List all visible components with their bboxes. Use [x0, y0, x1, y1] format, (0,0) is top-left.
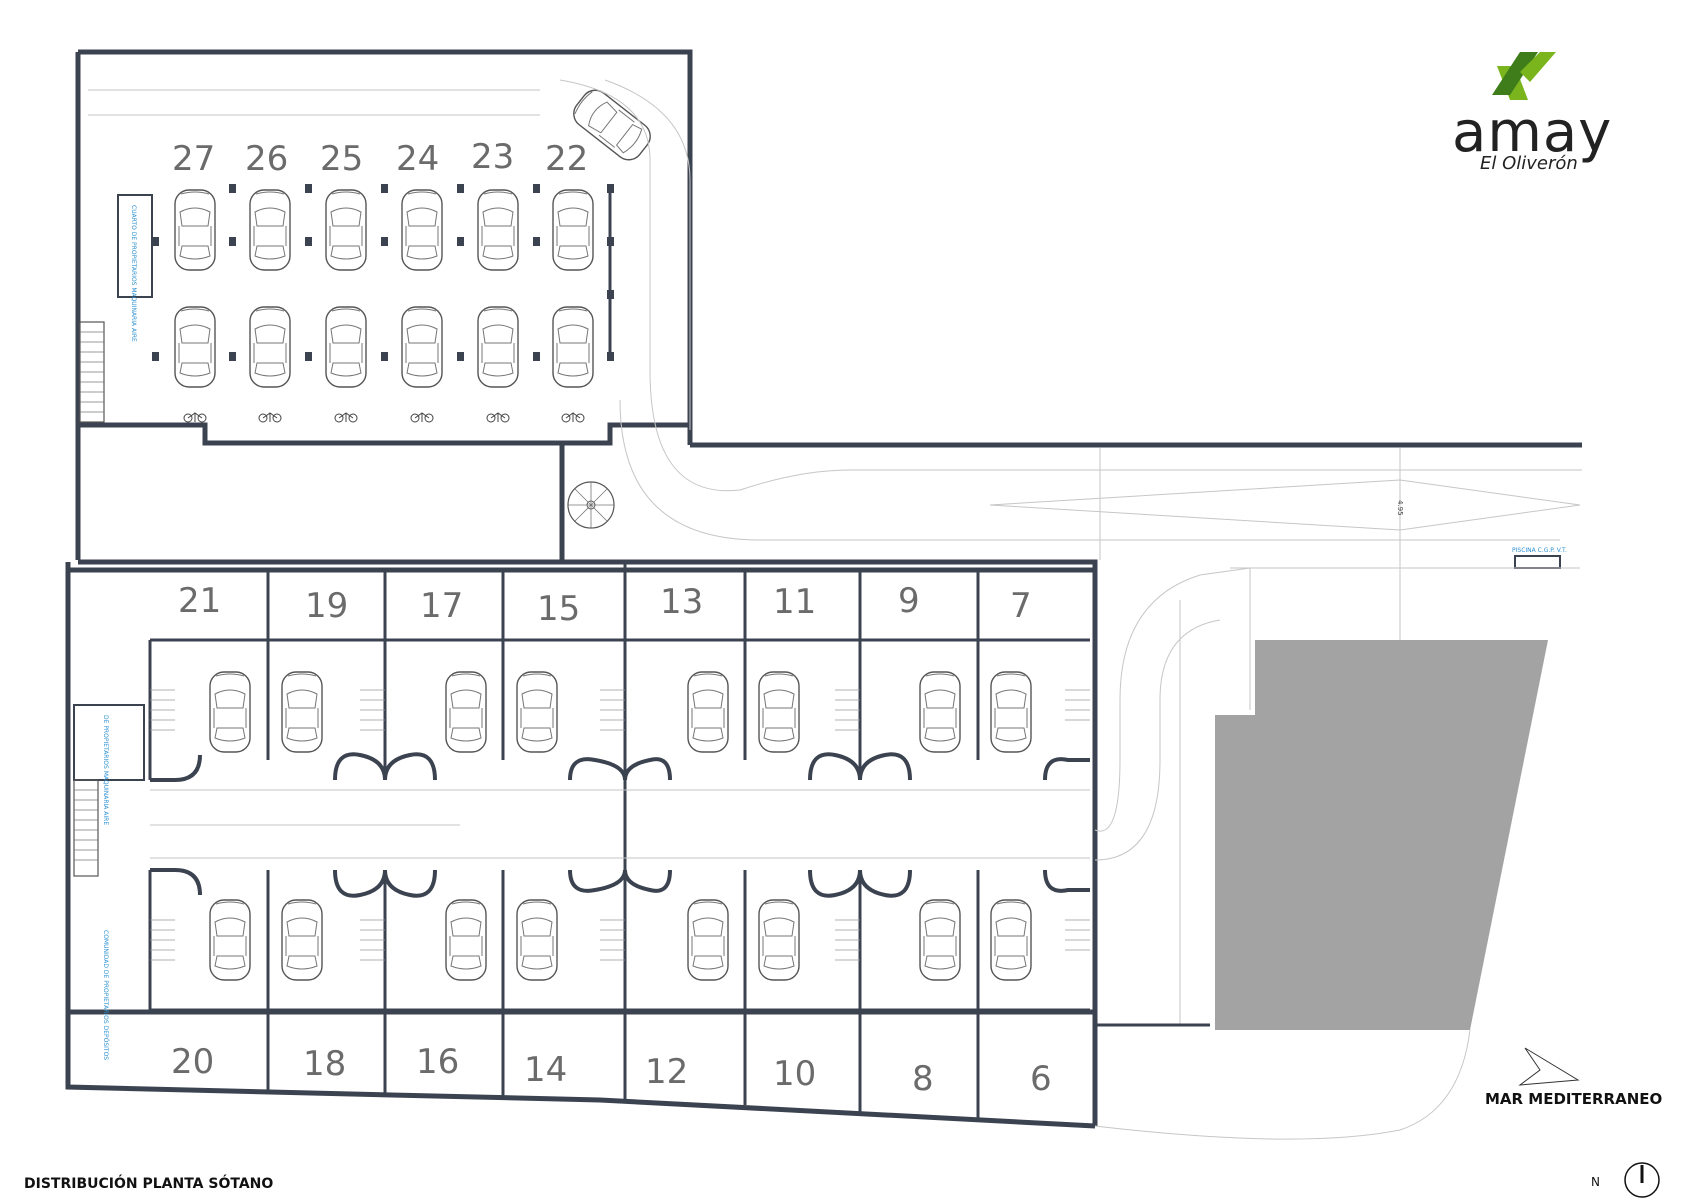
- north-label: N: [1591, 1175, 1600, 1189]
- space-number: 7: [1010, 586, 1032, 626]
- owners-room-bottom-label: COMUNIDAD DE PROPIETARIOS DEPÓSITOS: [102, 930, 109, 1060]
- space-number: 16: [416, 1042, 459, 1082]
- owners-room-top: [117, 194, 153, 298]
- unit-garage-cars: [209, 671, 1032, 981]
- door-arcs: [150, 752, 1090, 898]
- sea-label: MAR MEDITERRANEO: [1485, 1090, 1663, 1108]
- space-number: 18: [303, 1044, 346, 1084]
- space-number: 14: [524, 1050, 567, 1090]
- plan-caption: DISTRIBUCIÓN PLANTA SÓTANO: [24, 1176, 274, 1192]
- meter-label: PISCINA C.G.P. V.T.: [1512, 547, 1567, 554]
- bicycle-racks: [183, 412, 585, 423]
- space-number: 24: [396, 139, 439, 179]
- space-number: 13: [660, 582, 703, 622]
- space-number: 26: [245, 139, 288, 179]
- space-number: 20: [171, 1042, 214, 1082]
- lower-row-numbers: 20 18 16 14 12 10 8 6: [171, 1042, 1052, 1099]
- owners-room-middle-label: DE PROPIETARIOS MAQUINARIA AIRE: [102, 715, 109, 825]
- adjacent-building: [1215, 640, 1548, 1030]
- space-number: 10: [773, 1054, 816, 1094]
- space-number: 25: [320, 139, 363, 179]
- owners-room-middle: [73, 704, 145, 781]
- space-number: 9: [898, 581, 920, 621]
- lower-block-wall: [65, 559, 1098, 1129]
- brand-name: amay: [1452, 100, 1613, 165]
- upper-row-numbers: 27 26 25 24 23 22: [172, 137, 588, 179]
- unit-partitions-bottom: [148, 870, 1090, 1120]
- unit-stairs: [150, 689, 1090, 961]
- upper-garage-inner-wall: [78, 422, 690, 446]
- amay-logo-icon: [1492, 52, 1556, 100]
- brand-subtitle: El Oliverón: [1480, 153, 1578, 174]
- stairs-lower-left: [73, 779, 99, 877]
- dimension-label: 4.95: [1396, 500, 1404, 516]
- space-number: 27: [172, 139, 215, 179]
- space-number: 21: [178, 581, 221, 621]
- space-number: 15: [537, 589, 580, 629]
- space-number: 6: [1030, 1059, 1052, 1099]
- owners-room-top-label: CUARTO DE PROPIETARIOS MAQUINARIA AIRE: [130, 205, 137, 342]
- sea-direction-arrow: [1518, 1047, 1580, 1086]
- space-number: 19: [305, 586, 348, 626]
- space-number: 23: [471, 137, 514, 177]
- space-number: 8: [912, 1059, 934, 1099]
- upper-columns: [152, 184, 614, 361]
- spiral-staircase: [567, 481, 615, 529]
- space-number: 22: [545, 139, 588, 179]
- middle-row-numbers: 21 19 17 15 13 11 9 7: [178, 581, 1032, 629]
- stairs-upper-left: [79, 321, 105, 423]
- space-number: 17: [420, 586, 463, 626]
- meter-box: [1514, 555, 1561, 569]
- north-arrow-icon: [1624, 1162, 1660, 1198]
- space-number: 12: [645, 1052, 688, 1092]
- space-number: 11: [773, 582, 816, 622]
